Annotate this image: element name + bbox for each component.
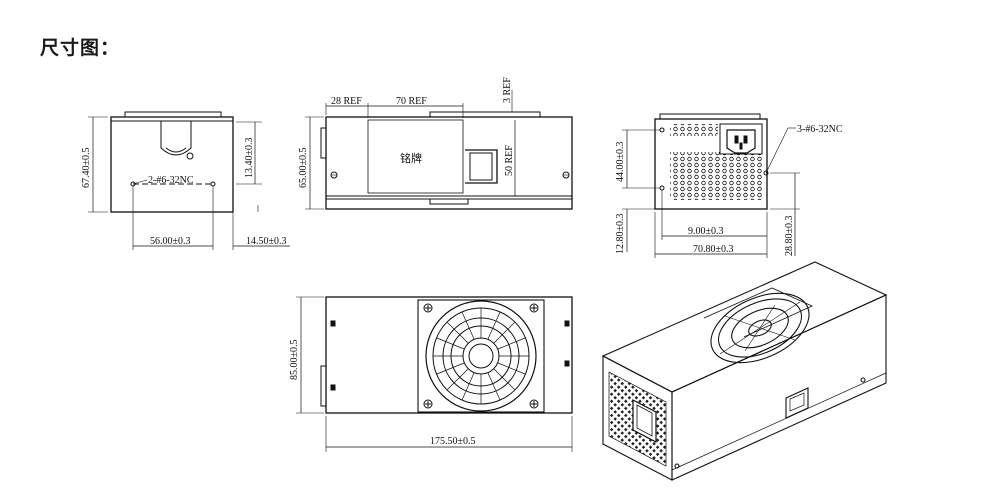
fan-height-dim: 85.00±0.5 [289, 340, 300, 381]
rear-height-dim: 44.00±0.3 [615, 142, 626, 183]
fan-side-view [296, 296, 573, 452]
top-ref-c: 3 REF [502, 77, 513, 103]
rear-right-height-dim: 28.80±0.3 [784, 216, 795, 257]
rear-view [622, 113, 800, 258]
top-ref-d: 50 REF [504, 145, 515, 176]
fan-length-dim: 175.50±0.5 [430, 436, 476, 447]
left-screw-spacing-dim: 56.00±0.3 [150, 236, 191, 247]
left-side-offset-dim: 14.50±0.3 [246, 236, 287, 247]
isometric-view [601, 261, 888, 481]
page-title: 尺寸图： [40, 37, 121, 59]
left-side-view [88, 111, 290, 250]
top-ref-a: 28 REF [331, 96, 362, 107]
left-screw-callout: 2-#6-32NC [148, 175, 194, 186]
top-view [305, 90, 573, 210]
label-area: 铭牌 [400, 151, 422, 165]
left-screw-height-dim: 13.40±0.3 [244, 138, 255, 179]
rear-screw-callout: 3-#6-32NC [797, 124, 843, 135]
rear-width-dim: 70.80±0.3 [693, 244, 734, 255]
rear-hole-offset-dim: 9.00±0.3 [688, 226, 724, 237]
left-height-dim: 67.40±0.5 [81, 148, 92, 189]
top-height-dim: 65.00±0.5 [298, 148, 309, 189]
top-ref-b: 70 REF [396, 96, 427, 107]
rear-bottom-offset-dim: 12.80±0.3 [615, 214, 626, 255]
